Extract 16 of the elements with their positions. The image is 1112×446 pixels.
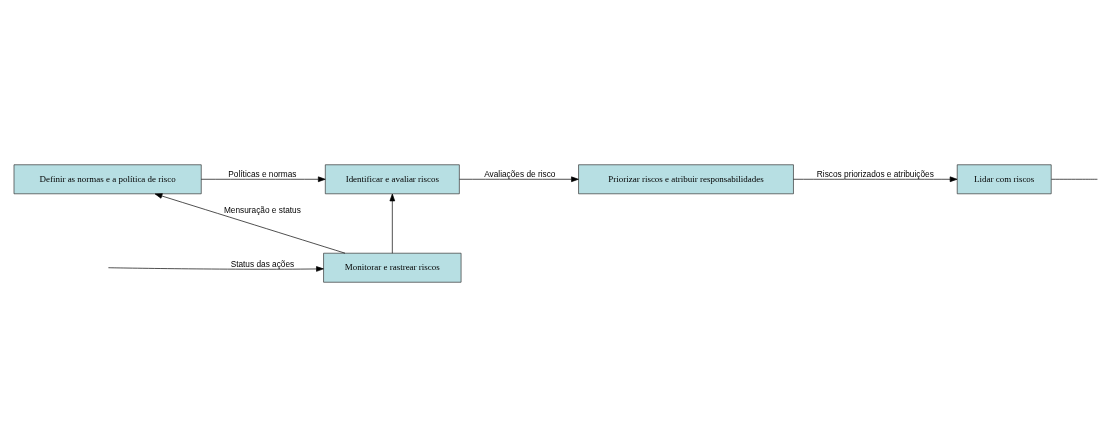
edge-label: Riscos priorizados e atribuições [816, 168, 934, 179]
arrow [154, 192, 346, 253]
arrow [108, 265, 324, 272]
arrow [459, 176, 579, 182]
node-box: Lidar com riscos [956, 163, 1052, 194]
edge-label: Status das ações [230, 258, 295, 269]
arrow [389, 193, 396, 254]
edge-label: Avaliações de risco [484, 168, 556, 179]
arrow [200, 176, 326, 182]
node-box: Monitorar e rastrear riscos [323, 252, 462, 283]
edge-label: Mensuração e status [223, 204, 301, 215]
arrow [793, 176, 958, 182]
node-box: Priorizar riscos e atribuir responsabilidades [578, 163, 794, 194]
node-box: Identificar e avaliar riscos [324, 163, 460, 194]
edge-label: Políticas e normas [228, 168, 297, 179]
node-box: Definir as normas e a política de risco [13, 163, 202, 194]
